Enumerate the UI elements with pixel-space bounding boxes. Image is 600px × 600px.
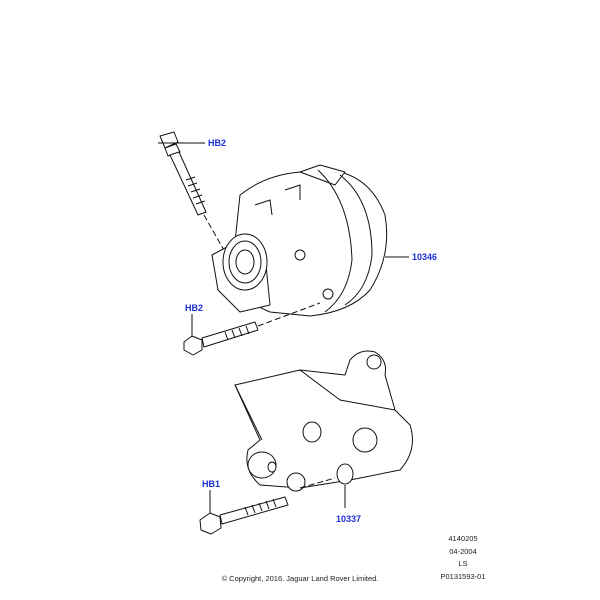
callout-hb1[interactable]: HB1 bbox=[202, 479, 221, 489]
drawing-metadata: 4140205 04-2004 LS P0131593-01 bbox=[433, 533, 493, 583]
bracket-10337[interactable] bbox=[234, 350, 413, 492]
meta-code: LS bbox=[458, 559, 468, 568]
copyright-notice: © Copyright, 2016. Jaguar Land Rover Lim… bbox=[221, 574, 379, 583]
callout-hb2-mid[interactable]: HB2 bbox=[185, 303, 204, 313]
meta-number: 4140205 bbox=[448, 534, 478, 543]
leader-line bbox=[203, 214, 226, 253]
bolt-hb2-mid[interactable] bbox=[183, 321, 259, 356]
bolt-hb1[interactable] bbox=[199, 496, 289, 535]
callout-10346[interactable]: 10346 bbox=[412, 252, 438, 262]
meta-part-ref: P0131593-01 bbox=[440, 571, 486, 581]
callout-hb2-top[interactable]: HB2 bbox=[208, 138, 227, 148]
alternator-10346[interactable] bbox=[211, 164, 388, 317]
leader-line bbox=[257, 302, 321, 327]
callout-10337[interactable]: 10337 bbox=[336, 514, 362, 524]
meta-date: 04-2004 bbox=[449, 546, 477, 556]
bolt-hb2-top[interactable] bbox=[159, 131, 207, 216]
leader-line bbox=[299, 477, 336, 489]
